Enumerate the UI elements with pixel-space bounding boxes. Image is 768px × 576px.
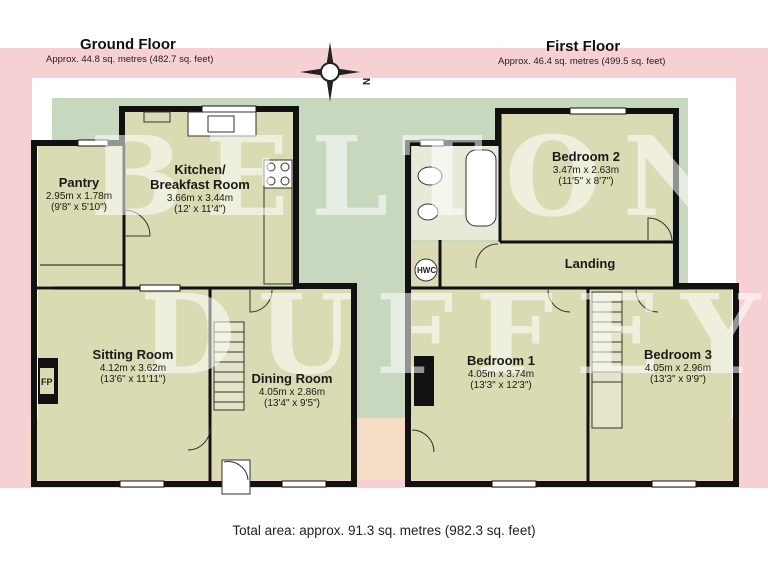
hwc-label: HWC <box>417 266 437 275</box>
room-imperial: (13'6" x 11'11") <box>100 374 166 386</box>
room-label-sitting: Sitting Room 4.12m x 3.62m (13'6" x 11'1… <box>78 347 188 386</box>
room-name: Bedroom 1 <box>467 353 535 368</box>
ground-floor-walls <box>31 106 357 487</box>
fireplace-inner <box>40 368 54 394</box>
kitchen-fittings <box>143 111 293 285</box>
total-area: Total area: approx. 91.3 sq. metres (982… <box>232 523 536 538</box>
room-label-landing: Landing <box>540 256 640 272</box>
first-doors <box>411 217 673 453</box>
sitting-room <box>38 290 208 480</box>
first-floor-title: First Floor <box>546 38 621 55</box>
room-imperial: (13'4" x 9'5") <box>264 398 320 410</box>
kitchen-room <box>124 112 294 286</box>
room-name: Dining Room <box>251 371 333 386</box>
room-dims: 4.05m x 2.86m <box>258 386 326 398</box>
first-floor-internal-walls <box>408 111 736 484</box>
room-name: Kitchen/ Breakfast Room <box>150 162 250 192</box>
ground-doors <box>123 209 273 495</box>
room-dims: 4.05m x 2.96m <box>644 362 712 374</box>
bathroom-fittings <box>414 149 497 282</box>
pantry-room <box>38 146 124 286</box>
first-stairs <box>591 291 623 429</box>
compass-north-label: N <box>360 77 372 86</box>
ground-stairs <box>213 321 245 411</box>
room-name: Bedroom 2 <box>552 149 620 164</box>
room-dims: 3.47m x 2.63m <box>552 164 620 176</box>
watermark-line1: BELTON <box>90 112 746 241</box>
room-dims: 4.12m x 3.62m <box>99 362 167 374</box>
bedroom1-chimney <box>414 356 434 406</box>
room-label-bedroom2: Bedroom 2 3.47m x 2.63m (11'5" x 8'7") <box>536 149 636 188</box>
landing-area <box>412 242 672 286</box>
fireplace-label: FP <box>41 377 53 387</box>
room-name: Bedroom 3 <box>644 347 712 362</box>
room-dims: 4.05m x 3.74m <box>467 368 535 380</box>
room-name: Pantry <box>58 175 100 190</box>
bedroom1-room <box>412 290 588 480</box>
first-windows <box>419 107 697 488</box>
room-label-pantry: Pantry 2.95m x 1.78m (9'8" x 5'10") <box>34 175 124 214</box>
room-dims: 2.95m x 1.78m <box>45 190 113 202</box>
compass-rose <box>300 42 360 102</box>
room-imperial: (12' x 11'4") <box>174 204 226 216</box>
room-label-dining: Dining Room 4.05m x 2.86m (13'4" x 9'5") <box>242 371 342 410</box>
room-label-bedroom3: Bedroom 3 4.05m x 2.96m (13'3" x 9'9") <box>626 347 730 386</box>
room-imperial: (13'3" x 12'3") <box>470 380 532 392</box>
room-name: Sitting Room <box>92 347 174 362</box>
room-label-kitchen: Kitchen/ Breakfast Room 3.66m x 3.44m (1… <box>150 162 250 216</box>
watermark-line2: DUFFEY <box>140 270 768 399</box>
room-imperial: (9'8" x 5'10") <box>51 202 107 214</box>
room-name: Landing <box>564 256 616 271</box>
room-imperial: (11'5" x 8'7") <box>558 176 614 188</box>
bedroom2-room <box>502 114 672 240</box>
first-floor-area: Approx. 46.4 sq. metres (499.5 sq. feet) <box>498 56 666 67</box>
ground-floor-title: Ground Floor <box>80 36 176 53</box>
room-imperial: (13'3" x 9'9") <box>650 374 706 386</box>
room-dims: 3.66m x 3.44m <box>166 192 234 204</box>
ground-floor-area: Approx. 44.8 sq. metres (482.7 sq. feet) <box>46 54 214 65</box>
room-label-bedroom1: Bedroom 1 4.05m x 3.74m (13'3" x 12'3") <box>448 353 554 392</box>
